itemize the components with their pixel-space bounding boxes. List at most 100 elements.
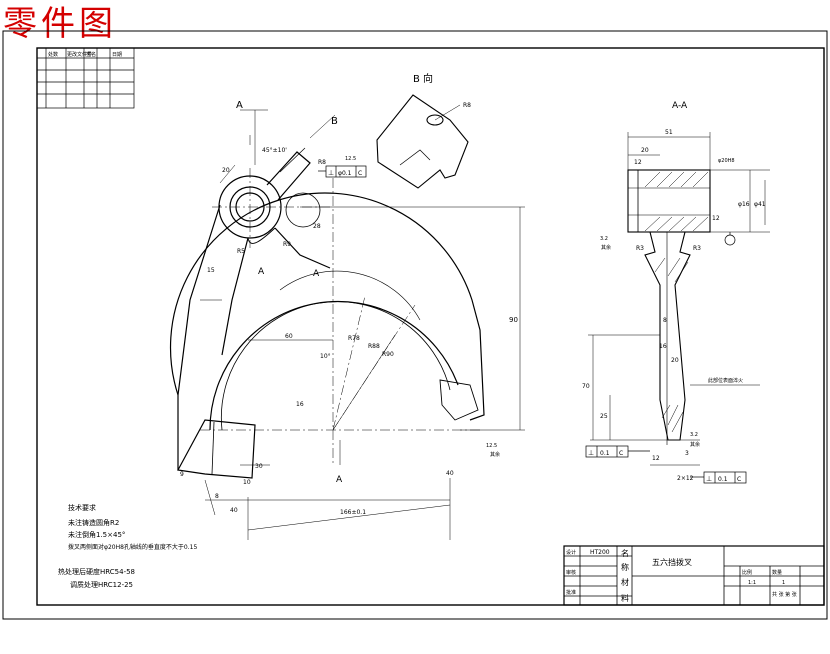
sec-dim-12: 12 <box>634 159 642 166</box>
main-dimensions <box>204 109 525 540</box>
sec-dim-70: 70 <box>582 383 590 390</box>
dim-10: 10 <box>243 479 251 486</box>
dim-r9: R9 <box>283 241 291 248</box>
notes-heading: 技术要求 <box>68 503 96 512</box>
dim-9: 9 <box>180 471 184 478</box>
roughness-right-label: 其余 <box>490 451 500 458</box>
revision-table <box>36 47 135 109</box>
roughness-right-value: 12.5 <box>486 443 497 449</box>
section-view <box>627 169 711 445</box>
sec-dim-phi41: φ41 <box>754 201 766 208</box>
section-dimensions <box>588 132 770 466</box>
main-view <box>169 147 485 479</box>
tb-qty-value: 1 <box>782 580 785 586</box>
tb-scale-value: 1:1 <box>748 580 756 586</box>
dim-r78: R78 <box>348 335 360 342</box>
sec-roughness-bottom-label: 其余 <box>690 441 700 448</box>
sec-dim-phi20h8: φ20H8 <box>718 158 735 164</box>
dim-40-left: 40 <box>230 507 238 514</box>
b-view-label: B 向 <box>413 72 433 85</box>
notes-line-1: 未注铸造圆角R2 <box>68 518 119 527</box>
sec-dim-16b: 16 <box>659 343 667 350</box>
view-label-a-left: A <box>258 267 265 277</box>
sec-dim-r3a: R3 <box>636 245 644 252</box>
tb-mid-2: 称 <box>621 562 629 572</box>
section-label: A-A <box>672 101 688 111</box>
tol-right-sym: ⊥ <box>706 475 712 483</box>
sec-dim-12c: 12 <box>652 455 660 462</box>
tol-left-ref: C <box>619 450 623 457</box>
dim-30: 30 <box>255 463 263 470</box>
tb-label-approve: 批准 <box>566 589 576 596</box>
b-view <box>376 94 469 189</box>
rev-header-3: 签名 <box>86 51 96 58</box>
rev-header-4: 日期 <box>112 52 122 58</box>
notes-line-3: 拨叉两侧面对φ20H8孔轴线的垂直度不大于0.15 <box>68 543 197 551</box>
view-label-a-bottom: A <box>336 475 343 485</box>
dim-10deg: 10° <box>320 353 331 360</box>
sec-dim-8: 8 <box>663 317 667 324</box>
sec-note-hardening: 此部位表面淬火 <box>708 377 743 384</box>
sec-dim-20b: 20 <box>671 357 679 364</box>
sec-dim-20: 20 <box>641 147 649 154</box>
roughness-main: 12.5 <box>345 156 356 162</box>
tol-main-val: φ0.1 <box>338 170 352 177</box>
tb-scale-label: 比例 <box>742 569 752 576</box>
tol-left-sym: ⊥ <box>588 449 594 457</box>
tb-mid-3: 材 <box>621 577 629 587</box>
dim-20: 20 <box>222 167 230 174</box>
rev-header-2: 更改文件号 <box>67 51 92 58</box>
sec-dim-51: 51 <box>665 129 673 136</box>
drawing-stamp: 零件图 <box>3 4 117 44</box>
dim-15: 15 <box>207 267 215 274</box>
view-label-a-top: A <box>236 100 243 111</box>
notes-line-5: 调质处理HRC12-25 <box>70 580 133 589</box>
view-label-b-arrow: B <box>331 116 338 127</box>
dim-60: 60 <box>285 333 293 340</box>
section-hatch <box>644 171 709 433</box>
dim-40-right: 40 <box>446 470 454 477</box>
tb-mid-1: 名 <box>621 548 629 558</box>
b-view-r8: R8 <box>463 102 471 109</box>
tb-mid-4: 料 <box>621 593 629 603</box>
sheet-border <box>2 30 828 620</box>
dim-r88: R88 <box>368 343 380 350</box>
tol-main-ref: C <box>358 170 362 177</box>
datum-c-marker <box>724 234 736 246</box>
tb-label-review: 审核 <box>566 569 576 576</box>
tb-qty-label: 数量 <box>772 569 782 576</box>
dim-90: 90 <box>509 316 518 324</box>
dim-8: 8 <box>215 493 219 500</box>
sec-dim-phi16: φ16 <box>738 201 750 208</box>
tol-left-val: 0.1 <box>600 450 610 457</box>
view-label-a-right: A <box>313 269 320 279</box>
dim-r8: R8 <box>318 159 326 166</box>
notes-line-2: 未注倒角1.5×45° <box>68 530 125 539</box>
sec-dim-3: 3 <box>685 450 689 457</box>
tol-right-ref: C <box>737 476 741 483</box>
dim-28: 28 <box>313 223 321 230</box>
title-block <box>563 545 825 606</box>
tb-part-name: 五六挡拨叉 <box>652 557 692 567</box>
dim-166: 166±0.1 <box>340 509 366 516</box>
tolerance-right <box>690 471 747 484</box>
dim-45: 45°±10' <box>262 147 287 154</box>
sec-roughness-bottom: 3.2 <box>690 432 698 438</box>
rev-header-1: 处数 <box>48 51 58 58</box>
sec-dim-25: 25 <box>600 413 608 420</box>
notes-line-4: 热处理后硬度HRC54-58 <box>58 567 135 576</box>
sec-dim-r3b: R3 <box>693 245 701 252</box>
tb-material-value: HT200 <box>590 549 610 556</box>
dim-r5: R5 <box>237 248 245 255</box>
sec-roughness-left: 3.2 <box>600 236 608 242</box>
sec-dim-12b: 12 <box>712 215 720 222</box>
dim-r90: R90 <box>382 351 394 358</box>
tb-label-design: 设计 <box>566 549 576 556</box>
sec-roughness-left-label: 其余 <box>601 244 611 251</box>
tol-main-sym: ⊥ <box>328 169 334 177</box>
tolerance-main <box>318 165 367 178</box>
tol-right-val: 0.1 <box>718 476 728 483</box>
sec-dim-2x12: 2×12 <box>677 475 694 482</box>
dim-16: 16 <box>296 401 304 408</box>
